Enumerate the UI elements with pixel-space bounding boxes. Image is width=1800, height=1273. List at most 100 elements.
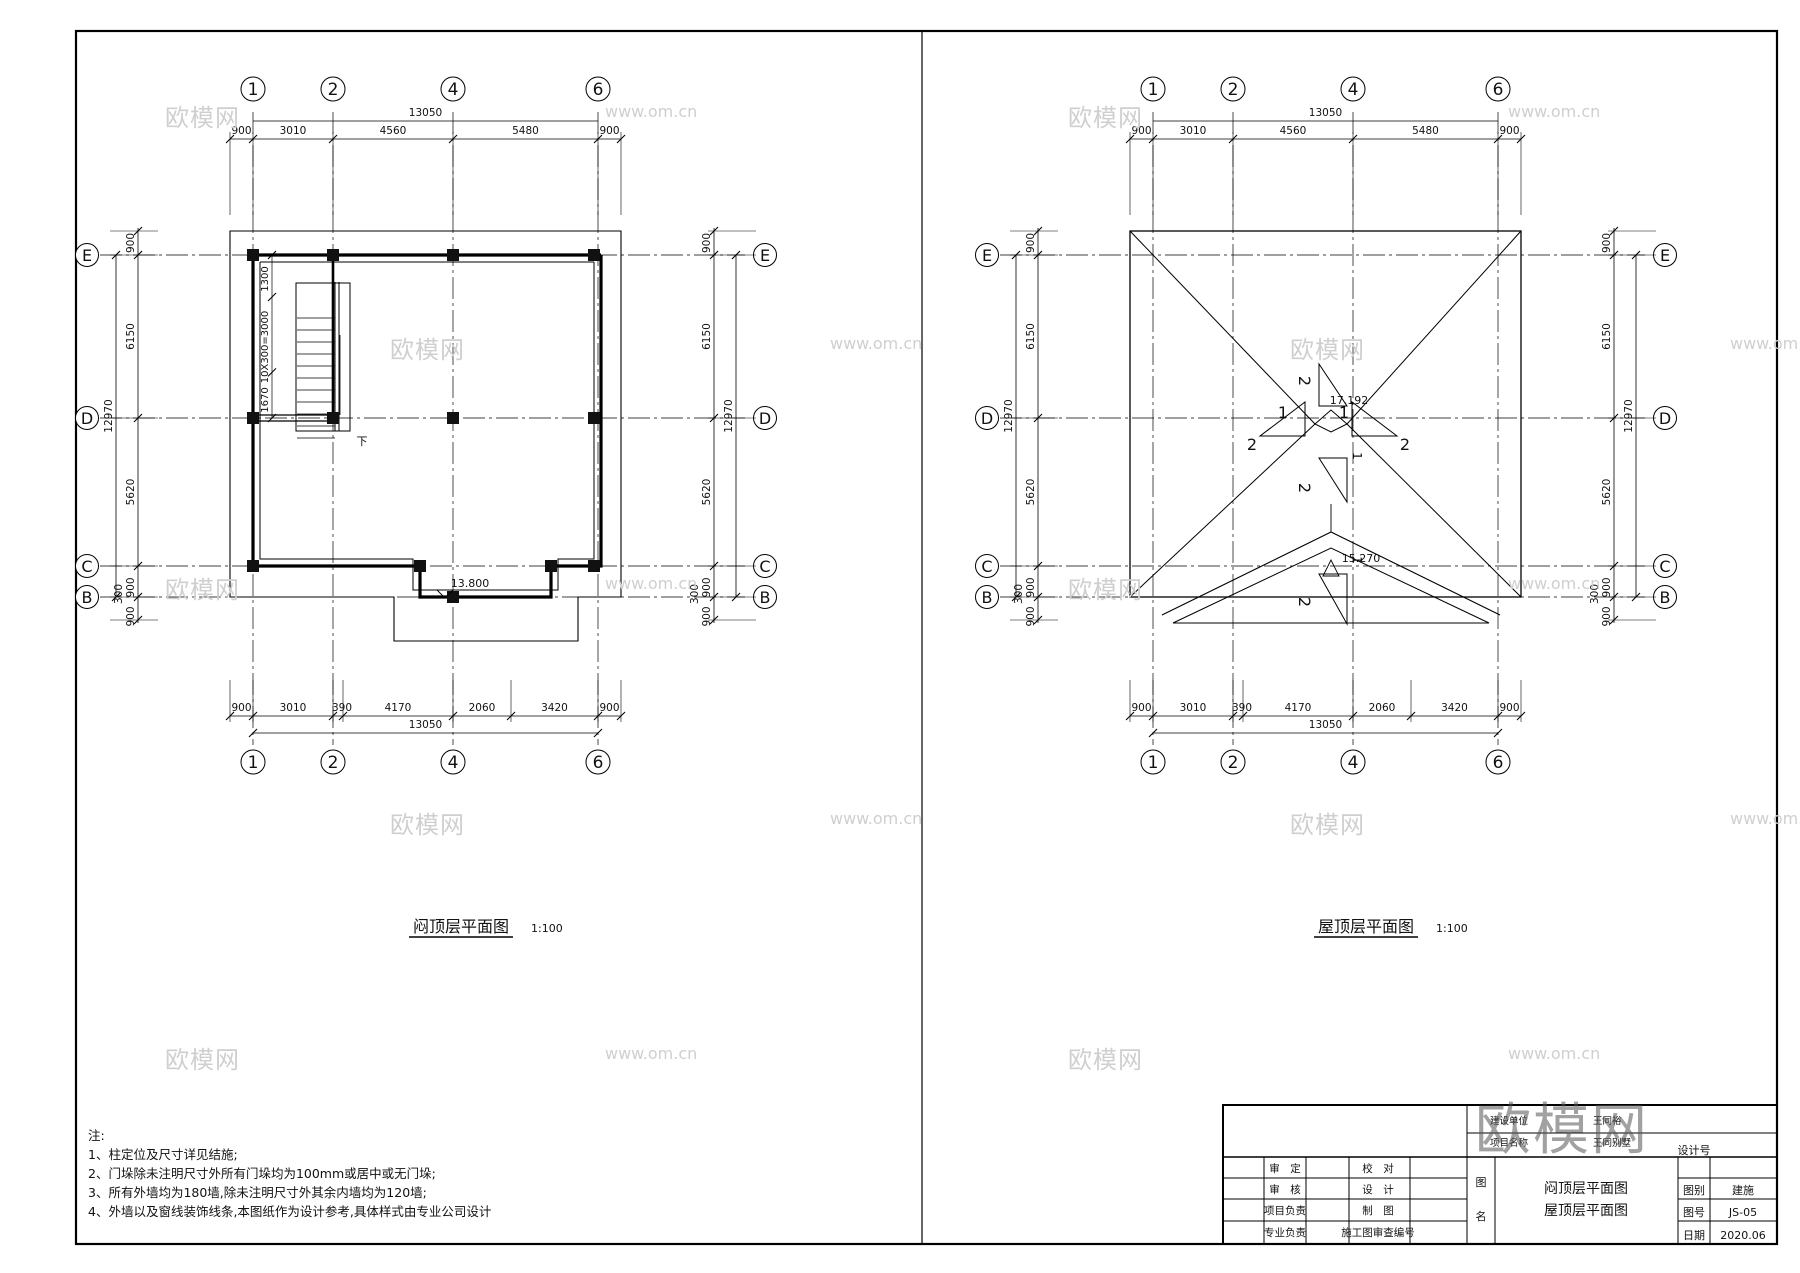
hip-line (1129, 230, 1316, 425)
axis-letter: B (1660, 588, 1671, 607)
dimension-value: 300 (113, 584, 125, 604)
dimension-tick (267, 250, 277, 260)
title-block-field-label: 图别 (1683, 1184, 1705, 1197)
axis-bubble (585, 76, 611, 102)
axis-bubble (975, 585, 999, 609)
column (545, 560, 557, 572)
column (447, 412, 459, 424)
dimension-tick (1406, 711, 1416, 721)
dimension-tick (225, 711, 235, 721)
column (327, 249, 339, 261)
notes-heading: 注: (88, 1128, 105, 1143)
axis-number: 2 (328, 80, 339, 100)
axis-bubble (75, 406, 99, 430)
axis-number: 6 (593, 80, 604, 100)
axis-number: 1 (1148, 80, 1159, 100)
axis-letter: E (760, 246, 770, 265)
hip-line (1346, 230, 1522, 425)
axis-bubble (440, 749, 466, 775)
axis-bubble (1485, 76, 1511, 102)
dimension-value: 1670 (260, 387, 271, 412)
dimension-value: 900 (125, 606, 137, 626)
gable-inner (1172, 547, 1490, 624)
dimension-tick (248, 134, 258, 144)
dimension-value: 5480 (512, 125, 539, 137)
dimension-tick (267, 367, 277, 377)
axis-letter: C (81, 557, 92, 576)
axis-letter: D (1659, 409, 1671, 428)
dimension-value: 5620 (1601, 479, 1613, 506)
title-block-field-value: 2020.06 (1720, 1229, 1766, 1242)
dimension-tick (506, 711, 516, 721)
dimension-value: 900 (701, 606, 713, 626)
hip-line (1129, 423, 1316, 598)
column (588, 249, 600, 261)
dimension-value: 390 (332, 702, 352, 714)
axis-bubble (320, 76, 346, 102)
title-block-field-value: JS-05 (1728, 1206, 1757, 1219)
dimension-tick (1125, 134, 1135, 144)
title-block-field-label: 图号 (1683, 1206, 1705, 1219)
dimension-tick (731, 592, 741, 602)
dimension-value: 900 (1131, 125, 1151, 137)
dimension-tick (248, 728, 258, 738)
axis-letter: E (82, 246, 92, 265)
dimension-total: 13050 (1309, 107, 1342, 119)
dimension-total: 12970 (723, 399, 735, 432)
dimension-value: 300 (1013, 584, 1025, 604)
dimension-value: 900 (1025, 233, 1037, 253)
slope-run: 2 (1295, 483, 1314, 493)
column (247, 560, 259, 572)
axis-letter: E (982, 246, 992, 265)
slope-run: 2 (1247, 435, 1257, 454)
dimension-tick (1631, 592, 1641, 602)
dimension-tick (267, 413, 277, 423)
axis-bubble (75, 585, 99, 609)
column (447, 249, 459, 261)
axis-number: 4 (448, 753, 459, 773)
axis-bubble (975, 243, 999, 267)
dimension-value: 900 (599, 702, 619, 714)
dimension-value: 4560 (380, 125, 407, 137)
axis-letter: B (760, 588, 771, 607)
slope-rise: 1 (1350, 556, 1364, 564)
project-value: 王同别墅 (1593, 1138, 1632, 1149)
dimension-tick (1011, 592, 1021, 602)
axis-bubble (975, 406, 999, 430)
column (588, 560, 600, 572)
project-label: 项目名称 (1490, 1137, 1529, 1149)
axis-letter: D (759, 409, 771, 428)
dimension-value: 900 (701, 233, 713, 253)
note-item: 1、柱定位及尺寸详见结施; (88, 1147, 238, 1162)
axis-bubble (975, 554, 999, 578)
axis-bubble (75, 243, 99, 267)
slope-triangle (1318, 362, 1348, 407)
axis-letter: C (759, 557, 770, 576)
axis-bubble (585, 749, 611, 775)
column (414, 560, 426, 572)
plan-title: 屋顶层平面图 (1318, 917, 1414, 936)
dimension-tick (1228, 134, 1238, 144)
axis-bubble (1220, 749, 1246, 775)
title-block-label: 项目负责 (1264, 1204, 1306, 1217)
dimension-value: 900 (125, 233, 137, 253)
title-block-field-label: 日期 (1683, 1229, 1705, 1242)
dimension-value: 1300 (260, 266, 271, 291)
dimension-tick (593, 728, 603, 738)
axis-bubble (1140, 76, 1166, 102)
dimension-tick (267, 292, 277, 302)
axis-letter: B (82, 588, 93, 607)
dimension-value: 3420 (541, 702, 568, 714)
dimension-value: 900 (1601, 233, 1613, 253)
column (247, 412, 259, 424)
axis-bubble (1485, 749, 1511, 775)
axis-letter: D (81, 409, 93, 428)
axis-number: 4 (1348, 80, 1359, 100)
dimension-tick (1238, 711, 1248, 721)
stair-direction-label: 下 (357, 435, 368, 448)
dimension-tick (1348, 134, 1358, 144)
dimension-tick (616, 711, 626, 721)
dimension-value: 300 (689, 584, 701, 604)
